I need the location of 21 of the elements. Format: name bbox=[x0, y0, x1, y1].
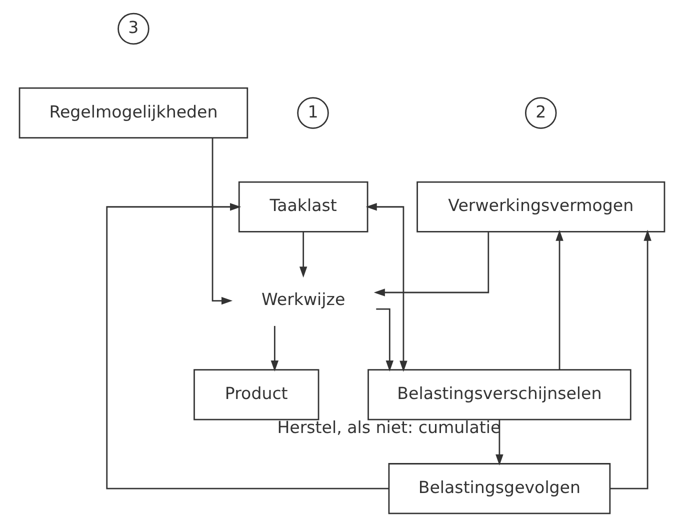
edge-label: Herstel, als niet: cumulatie bbox=[276, 418, 500, 437]
node-circle: 1 bbox=[296, 97, 328, 129]
arrow bbox=[495, 420, 503, 466]
arrow bbox=[555, 230, 563, 370]
node-box: Verwerkingsvermogen bbox=[416, 181, 665, 232]
node-box: Belastingsgevolgen bbox=[388, 463, 610, 514]
node-circle: 3 bbox=[117, 12, 149, 45]
arrow bbox=[376, 308, 394, 372]
arrow bbox=[610, 230, 651, 490]
arrow bbox=[365, 203, 407, 372]
node-text: Werkwijze bbox=[261, 290, 345, 310]
arrow bbox=[270, 326, 278, 372]
node-box: Product bbox=[193, 369, 319, 420]
node-circle: 2 bbox=[524, 97, 556, 129]
node-box: Belastingsverschijnselen bbox=[367, 369, 631, 420]
arrow bbox=[211, 138, 232, 305]
node-box: Regelmogelijkheden bbox=[18, 87, 248, 139]
arrow bbox=[298, 232, 307, 278]
arrow bbox=[106, 203, 388, 490]
arrow bbox=[373, 232, 489, 296]
node-box: Taaklast bbox=[238, 181, 368, 232]
